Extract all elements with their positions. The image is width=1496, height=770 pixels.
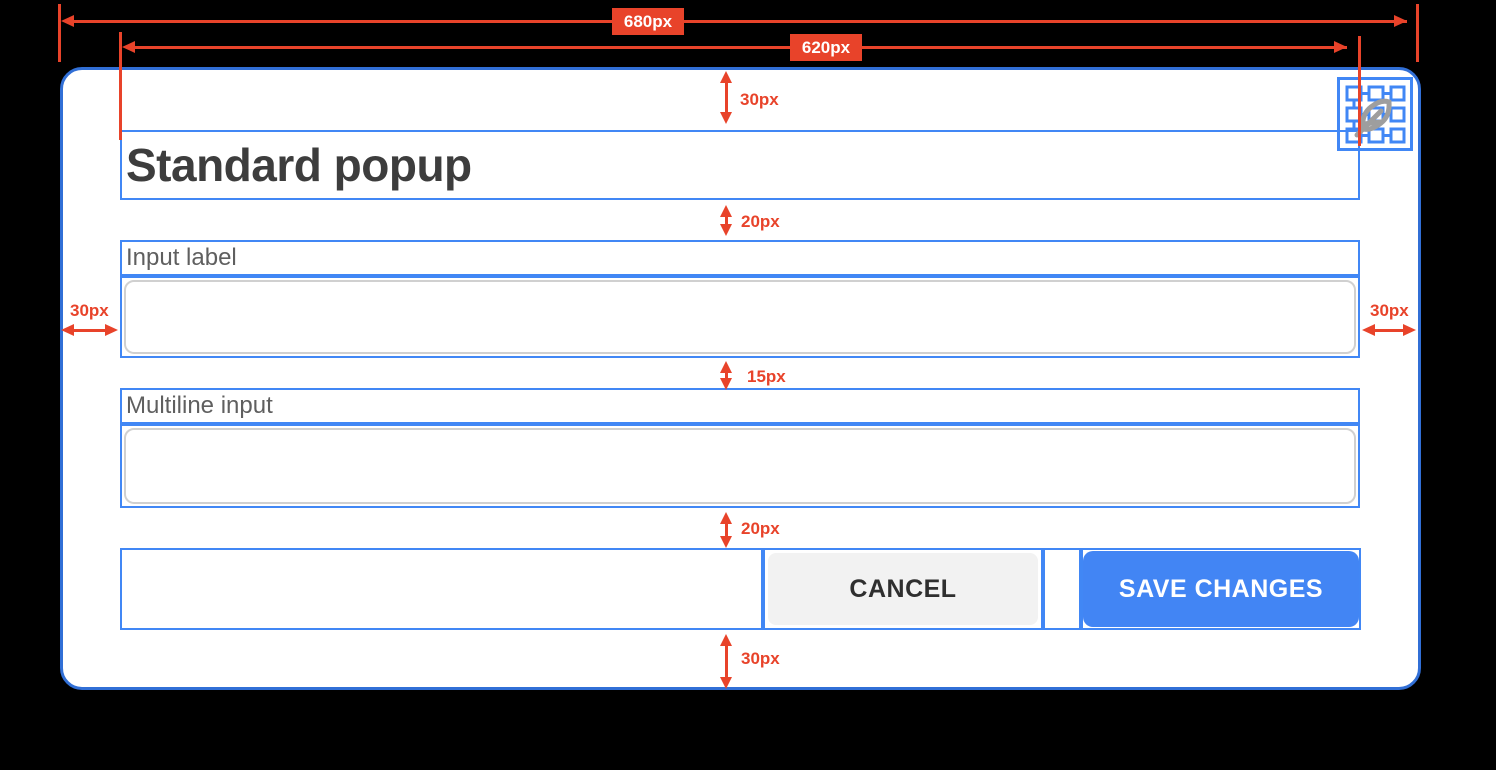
button-gap-box — [1043, 548, 1081, 630]
popup-title: Standard popup — [126, 139, 472, 191]
dim680-right-tick — [1416, 4, 1419, 62]
margin-right-label: 30px — [1370, 301, 1409, 320]
dim620-line — [131, 45, 1347, 49]
save-changes-button[interactable]: SAVE CHANGES — [1083, 551, 1359, 627]
gap-bottom-arrow-up — [719, 634, 732, 646]
multiline-label: Multiline input — [126, 392, 273, 419]
text-input[interactable] — [124, 280, 1356, 354]
gap-input-line — [724, 370, 728, 381]
gap-title-arrow-up — [719, 205, 732, 217]
margin-left-arrow-left — [61, 324, 74, 336]
gap-bottom-line — [724, 643, 728, 680]
gap-top-line — [724, 80, 728, 115]
dim680-line — [70, 19, 1407, 23]
dim680-arrow-left — [61, 15, 74, 27]
gap-button-line — [724, 521, 728, 539]
gap-top-arrow-down — [719, 112, 732, 124]
dim620-left-tick — [119, 32, 122, 140]
dim680-left-tick — [58, 4, 61, 62]
margin-right-arrow-left — [1362, 324, 1375, 336]
multiline-field-wrap — [120, 424, 1360, 508]
gap-button-arrow-up — [719, 512, 732, 524]
cancel-button-wrap: CANCEL — [763, 548, 1043, 630]
cancel-button[interactable]: CANCEL — [768, 553, 1038, 625]
multiline-label-box: Multiline input — [120, 388, 1360, 424]
margin-right-line — [1371, 328, 1407, 332]
gap-input-arrow-down — [719, 378, 732, 390]
gap-title-line — [724, 214, 728, 227]
gap-top-label: 30px — [740, 90, 779, 109]
margin-left-arrow-right — [105, 324, 118, 336]
gap-input-label: 15px — [747, 367, 786, 386]
dim620-label: 620px — [790, 34, 862, 61]
margin-left-label: 30px — [70, 301, 109, 320]
dim620-arrow-right — [1334, 41, 1347, 53]
gap-bottom-label: 30px — [741, 649, 780, 668]
component-pen-icon — [1337, 77, 1413, 151]
gap-button-arrow-down — [719, 536, 732, 548]
gap-title-label: 20px — [741, 212, 780, 231]
dim620-right-tick — [1358, 36, 1361, 146]
multiline-text-input[interactable] — [124, 428, 1356, 504]
dim620-arrow-left — [122, 41, 135, 53]
gap-title-arrow-down — [719, 224, 732, 236]
dim680-label: 680px — [612, 8, 684, 35]
gap-input-arrow-up — [719, 361, 732, 373]
input-label: Input label — [126, 244, 237, 271]
gap-top-arrow-up — [719, 71, 732, 83]
save-button-wrap: SAVE CHANGES — [1081, 548, 1361, 630]
margin-right-arrow-right — [1403, 324, 1416, 336]
margin-left-line — [70, 328, 109, 332]
gap-bottom-arrow-down — [719, 677, 732, 689]
input-field-wrap — [120, 276, 1360, 358]
gap-button-label: 20px — [741, 519, 780, 538]
dim680-arrow-right — [1394, 15, 1407, 27]
input-label-box: Input label — [120, 240, 1360, 276]
popup-title-box: Standard popup — [120, 130, 1360, 200]
button-row-spacer — [120, 548, 763, 630]
